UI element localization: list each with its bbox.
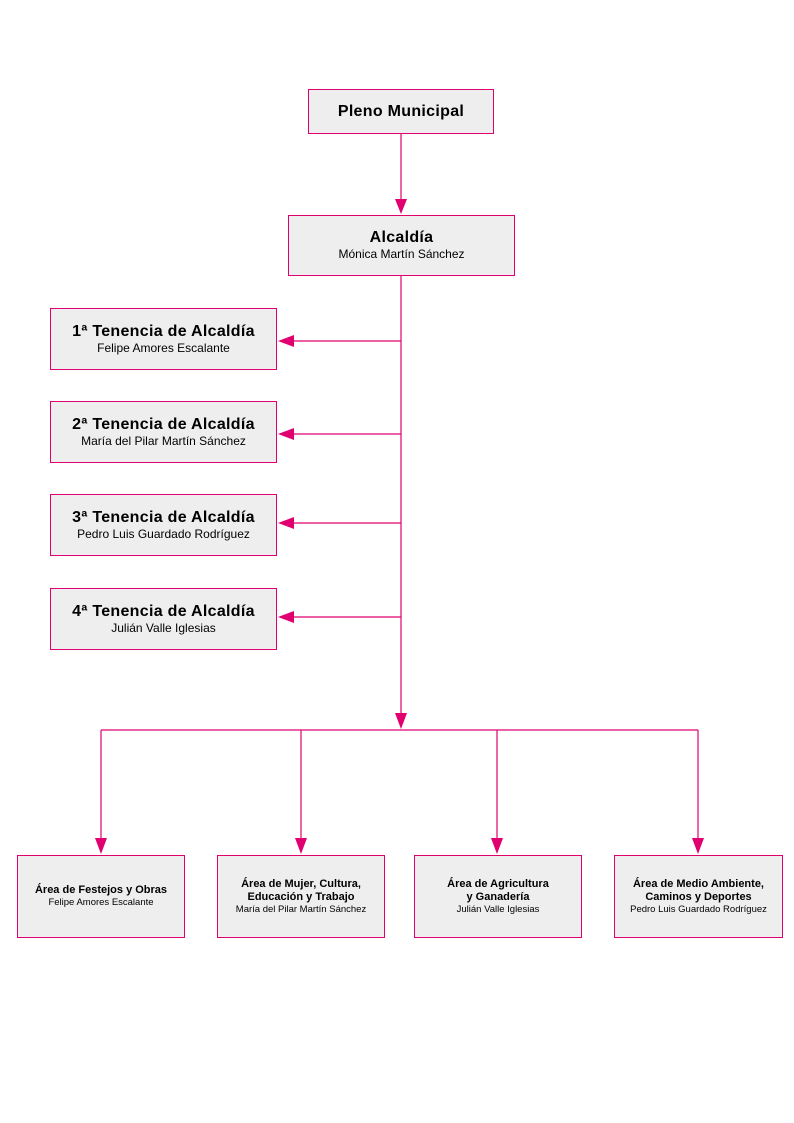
arrow-left-tenencia-2 (278, 428, 294, 440)
area-name: María del Pilar Martín Sánchez (235, 903, 367, 915)
area-medio-ambiente-box: Área de Medio Ambiente, Caminos y Deport… (614, 855, 783, 938)
tenencia-title: 2ª Tenencia de Alcaldía (72, 415, 255, 433)
area-title-line: Área de Mujer, Cultura, (241, 877, 361, 890)
pleno-title: Pleno Municipal (337, 102, 465, 120)
tenencia-name: María del Pilar Martín Sánchez (81, 433, 246, 448)
tenencia-name: Felipe Amores Escalante (97, 340, 230, 355)
arrow-down-alcaldia (395, 199, 407, 214)
area-name: Julián Valle Iglesias (456, 903, 540, 915)
area-name: Felipe Amores Escalante (48, 897, 154, 908)
tenencia-title: 3ª Tenencia de Alcaldía (72, 508, 255, 526)
arrow-down-area-2 (295, 838, 307, 854)
tenencia-title: 1ª Tenencia de Alcaldía (72, 322, 255, 340)
alcaldia-box: Alcaldía Mónica Martín Sánchez (288, 215, 515, 276)
tenencia-1-box: 1ª Tenencia de Alcaldía Felipe Amores Es… (50, 308, 277, 370)
tenencia-name: Julián Valle Iglesias (111, 620, 216, 635)
arrow-down-area-1 (95, 838, 107, 854)
area-title-line: Caminos y Deportes (645, 890, 752, 903)
area-mujer-cultura-box: Área de Mujer, Cultura, Educación y Trab… (217, 855, 385, 938)
area-festejos-obras-box: Área de Festejos y Obras Felipe Amores E… (17, 855, 185, 938)
alcaldia-title: Alcaldía (369, 229, 434, 246)
arrow-left-tenencia-4 (278, 611, 294, 623)
arrow-down-area-4 (692, 838, 704, 854)
tenencia-title: 4ª Tenencia de Alcaldía (72, 602, 255, 620)
tenencia-2-box: 2ª Tenencia de Alcaldía María del Pilar … (50, 401, 277, 463)
area-title-line: Área de Festejos y Obras (34, 884, 168, 896)
alcaldia-name: Mónica Martín Sánchez (338, 247, 465, 261)
tenencia-name: Pedro Luis Guardado Rodríguez (77, 526, 250, 541)
area-title-line: Educación y Trabajo (247, 890, 355, 903)
arrow-down-area-3 (491, 838, 503, 854)
area-agricultura-box: Área de Agricultura y Ganadería Julián V… (414, 855, 582, 938)
area-title-line: Área de Medio Ambiente, (632, 877, 764, 890)
arrow-left-tenencia-1 (278, 335, 294, 347)
arrow-left-tenencia-3 (278, 517, 294, 529)
arrow-down-areas (395, 713, 407, 729)
pleno-municipal-box: Pleno Municipal (308, 89, 494, 134)
area-title-line: Área de Agricultura (447, 877, 549, 890)
tenencia-4-box: 4ª Tenencia de Alcaldía Julián Valle Igl… (50, 588, 277, 650)
area-title-line: y Ganadería (466, 890, 530, 903)
area-name: Pedro Luis Guardado Rodríguez (630, 903, 767, 915)
tenencia-3-box: 3ª Tenencia de Alcaldía Pedro Luis Guard… (50, 494, 277, 556)
